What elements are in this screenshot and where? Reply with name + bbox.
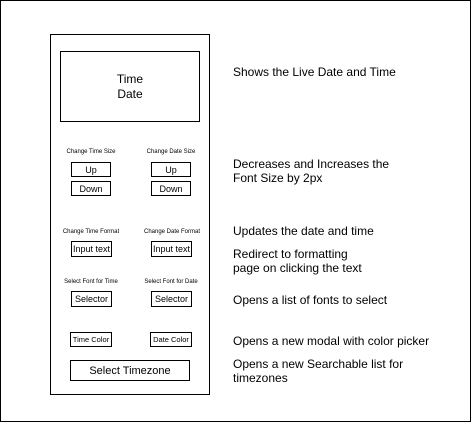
time-format-input[interactable]: Input text (71, 241, 112, 257)
change-date-format-label: Change Date Format (143, 229, 201, 235)
time-font-selector[interactable]: Selector (71, 291, 112, 307)
display-description: Shows the Live Date and Time (233, 65, 396, 79)
format-description: Updates the date and time (233, 224, 374, 238)
select-timezone-button[interactable]: Select Timezone (70, 360, 190, 381)
redirect-description-line-2: page on clicking the text (233, 261, 362, 275)
date-font-selector[interactable]: Selector (151, 291, 192, 307)
size-description-line-1: Decreases and Increases the (233, 157, 390, 171)
time-color-button[interactable]: Time Color (70, 332, 112, 347)
redirect-description-line-1: Redirect to formatting (233, 247, 348, 261)
select-font-time-label: Select Font for Time (64, 279, 118, 285)
change-time-format-label: Change Time Format (62, 229, 120, 235)
display-date-text: Date (117, 86, 143, 101)
select-font-date-label: Select Font for Date (144, 279, 198, 285)
date-color-button[interactable]: Date Color (150, 332, 192, 347)
date-format-input[interactable]: Input text (151, 241, 192, 257)
size-description-line-2: Font Size by 2px (233, 171, 323, 185)
timezone-description-line-1: Opens a new Searchable list for (233, 357, 404, 371)
change-date-size-label: Change Date Size (146, 149, 196, 155)
date-size-up-button[interactable]: Up (151, 162, 191, 177)
timezone-description-line-2: timezones (233, 371, 288, 385)
color-description: Opens a new modal with color picker (233, 334, 430, 348)
time-size-down-button[interactable]: Down (71, 181, 111, 196)
time-size-up-button[interactable]: Up (71, 162, 111, 177)
change-time-size-label: Change Time Size (66, 149, 116, 155)
time-date-display: Time Date (60, 51, 200, 122)
font-description: Opens a list of fonts to select (233, 293, 388, 307)
phone-outline (50, 34, 210, 395)
display-time-text: Time (116, 71, 144, 86)
date-size-down-button[interactable]: Down (151, 181, 191, 196)
